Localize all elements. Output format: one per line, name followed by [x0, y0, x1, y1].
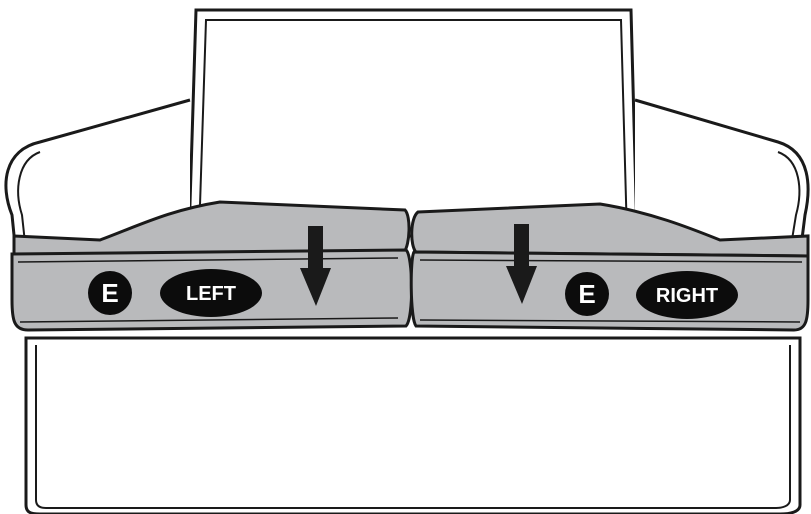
- right-label-text: RIGHT: [656, 285, 718, 307]
- right-cushion-top: [410, 202, 810, 258]
- left-label-badge: LEFT: [160, 269, 262, 317]
- right-arm: [634, 98, 810, 257]
- left-letter-badge: E: [88, 271, 132, 315]
- right-letter-text: E: [578, 279, 595, 309]
- right-down-arrow: [506, 224, 537, 304]
- sofa-base: [24, 336, 802, 514]
- left-label-text: LEFT: [186, 283, 236, 305]
- left-arm: [4, 98, 191, 257]
- left-down-arrow: [300, 226, 331, 306]
- right-label-badge: RIGHT: [636, 271, 738, 319]
- right-letter-badge: E: [565, 272, 609, 316]
- left-letter-text: E: [101, 278, 118, 308]
- right-cushion-front: [409, 250, 810, 332]
